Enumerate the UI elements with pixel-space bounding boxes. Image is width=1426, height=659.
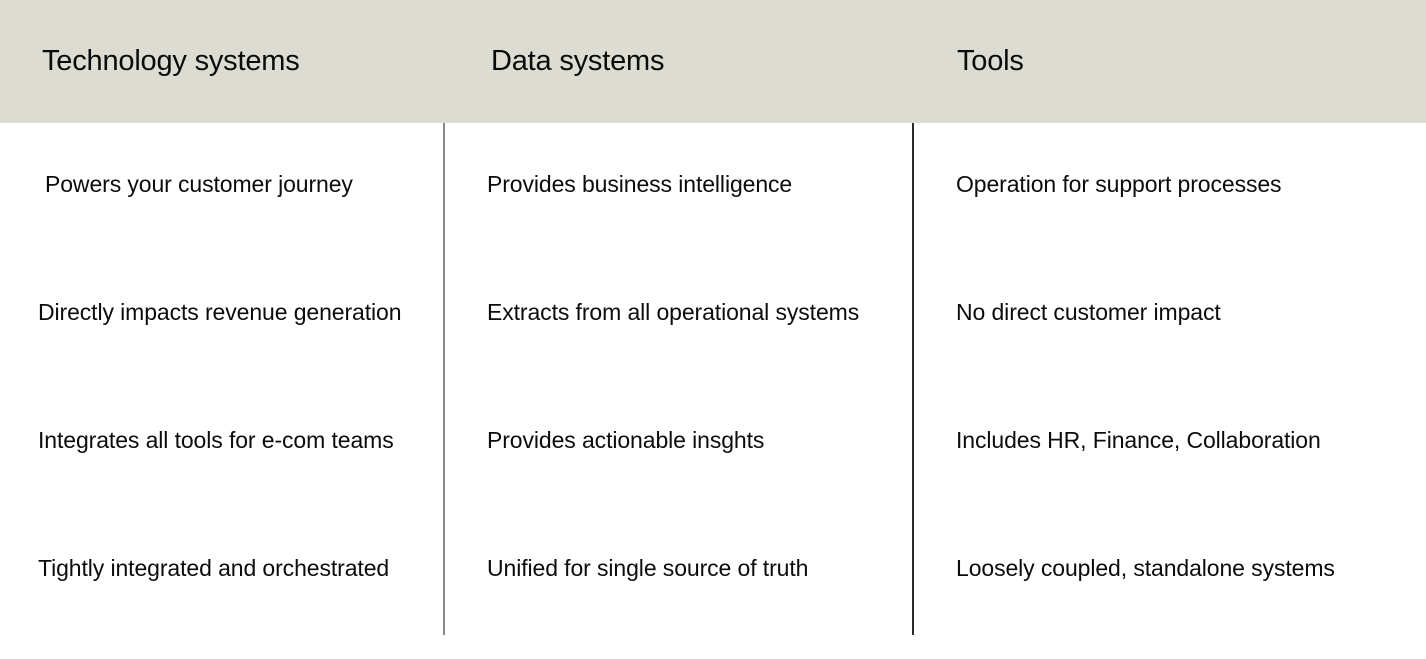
cell-text: Directly impacts revenue generation	[38, 298, 402, 325]
column-header-label: Technology systems	[42, 45, 300, 78]
column-tools: Operation for support processes No direc…	[914, 123, 1426, 659]
table-body: Powers your customer journey Directly im…	[0, 123, 1426, 659]
cell-text: Provides business intelligence	[487, 170, 793, 197]
table-cell: Operation for support processes	[956, 120, 1421, 248]
cell-text: Provides actionable insghts	[487, 426, 765, 453]
cell-text: Loosely coupled, standalone systems	[956, 554, 1335, 581]
table-cell: Tightly integrated and orchestrated	[38, 504, 438, 632]
table-cell: Loosely coupled, standalone systems	[956, 504, 1421, 632]
table-cell: Powers your customer journey	[45, 120, 445, 248]
cell-text: Includes HR, Finance, Collaboration	[956, 426, 1321, 453]
cell-text: No direct customer impact	[956, 298, 1221, 325]
column-header-label: Tools	[957, 45, 1024, 78]
column-header-technology-systems: Technology systems	[42, 0, 442, 123]
table-cell: Provides actionable insghts	[487, 376, 907, 504]
column-divider-1	[443, 123, 445, 635]
cell-text: Unified for single source of truth	[487, 554, 809, 581]
table-cell: Integrates all tools for e-com teams	[38, 376, 438, 504]
table-cell: No direct customer impact	[956, 248, 1421, 376]
table-header-band	[0, 0, 1426, 123]
table-cell: Includes HR, Finance, Collaboration	[956, 376, 1421, 504]
column-header-label: Data systems	[491, 45, 665, 78]
column-technology-systems: Powers your customer journey Directly im…	[0, 123, 443, 659]
cell-text: Operation for support processes	[956, 170, 1282, 197]
cell-text: Powers your customer journey	[45, 170, 353, 197]
cell-text: Extracts from all operational systems	[487, 298, 860, 325]
column-header-tools: Tools	[957, 0, 1377, 123]
column-divider-2	[912, 123, 914, 635]
table-cell: Unified for single source of truth	[487, 504, 907, 632]
cell-text: Integrates all tools for e-com teams	[38, 426, 394, 453]
table-cell: Directly impacts revenue generation	[38, 248, 438, 376]
table-cell: Extracts from all operational systems	[487, 248, 907, 376]
column-header-data-systems: Data systems	[491, 0, 891, 123]
table-cell: Provides business intelligence	[487, 120, 907, 248]
cell-text: Tightly integrated and orchestrated	[38, 554, 390, 581]
column-data-systems: Provides business intelligence Extracts …	[445, 123, 912, 659]
